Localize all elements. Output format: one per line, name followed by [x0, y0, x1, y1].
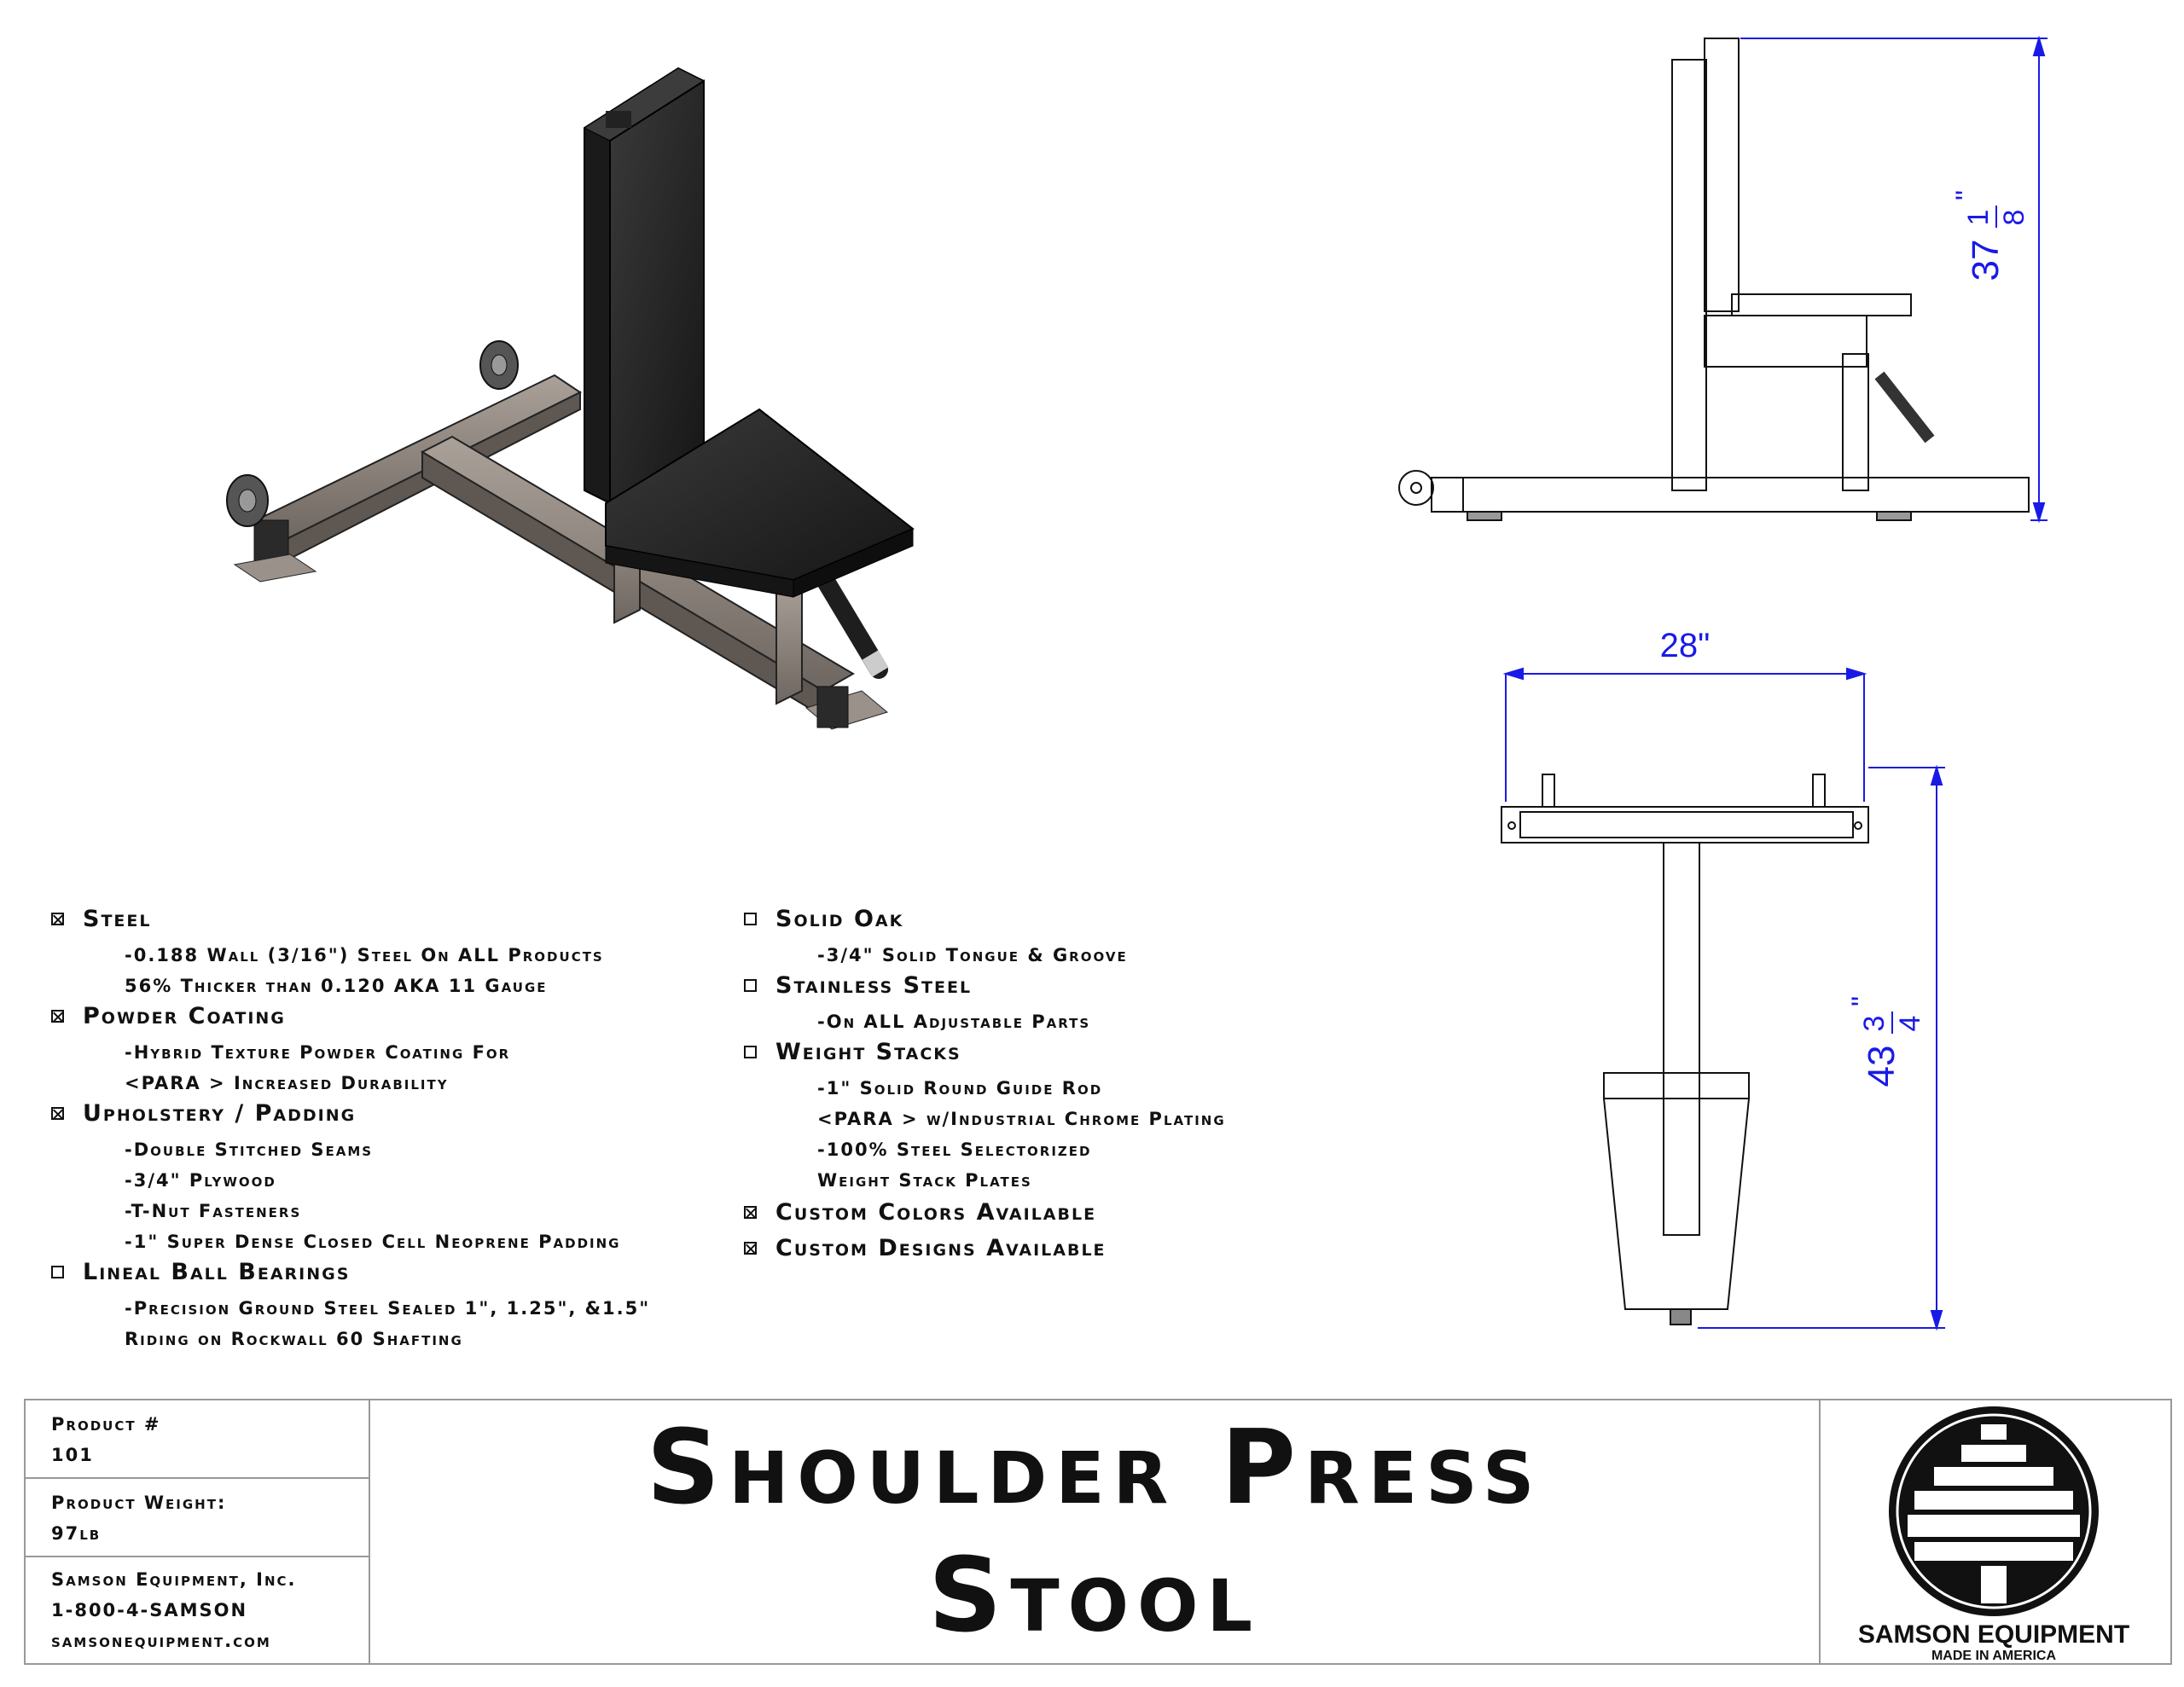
logo-circle-icon [1889, 1406, 2099, 1616]
title-block-info: Product # 101 Product Weight: 97lb Samso… [26, 1400, 370, 1663]
spec-line: <PARA > w/Industrial Chrome Plating [817, 1109, 1226, 1129]
caster-right [479, 340, 519, 390]
length-unit: " [1846, 996, 1879, 1006]
unchecked-box-icon [51, 1266, 64, 1278]
spec-line: Riding on Rockwall 60 Shafting [125, 1329, 463, 1349]
top-seat-front [1603, 1072, 1750, 1099]
company-cell: Samson Equipment, Inc. 1-800-4-SAMSON sa… [26, 1557, 369, 1663]
top-spine [1663, 842, 1700, 1236]
checked-box-icon [51, 1107, 64, 1120]
spec-weight-stacks: Weight Stacks [744, 1039, 961, 1065]
rear-post [775, 578, 803, 705]
unchecked-box-icon [744, 913, 757, 925]
product-number-label: Product # [51, 1414, 161, 1435]
spec-powder-coating: Powder Coating [51, 1003, 286, 1029]
height-whole: 37 [1965, 240, 2007, 281]
caster-left [226, 474, 269, 527]
spec-line: -Precision Ground Steel Sealed 1", 1.25"… [125, 1298, 651, 1319]
dim-width [1502, 667, 1867, 802]
spec-line: -Double Stitched Seams [125, 1139, 374, 1160]
logo-subtext: MADE IN AMERICA [1931, 1649, 2057, 1663]
samson-logo: SAMSON EQUIPMENT MADE IN AMERICA [1858, 1406, 2129, 1663]
dim-length [1698, 764, 1945, 1331]
backrest-pad [583, 67, 706, 505]
side-caster [1398, 470, 1434, 506]
unchecked-box-icon [744, 1046, 757, 1058]
top-seat [1602, 1098, 1751, 1310]
side-elevation-view: 37 1 8 " [1398, 35, 2048, 524]
checked-box-icon [51, 1010, 64, 1023]
spec-upholstery: Upholstery / Padding [51, 1100, 356, 1127]
product-number-value: 101 [51, 1445, 94, 1465]
spec-lineal-bearings: Lineal Ball Bearings [51, 1259, 350, 1285]
product-weight-value: 97lb [51, 1523, 102, 1544]
company-website: samsonequipment.com [51, 1631, 271, 1651]
product-title-line2: Stool [927, 1537, 1262, 1655]
checked-box-icon [744, 1242, 757, 1255]
spec-line: 56% Thicker than 0.120 AKA 11 Gauge [125, 976, 548, 996]
spec-line: <PARA > Increased Durability [125, 1073, 449, 1093]
seat-pad [605, 408, 915, 598]
spec-line: -On ALL Adjustable Parts [817, 1012, 1091, 1032]
spec-line: -1" Super Dense Closed Cell Neoprene Pad… [125, 1232, 621, 1252]
logo-text: SAMSON EQUIPMENT [1858, 1620, 2129, 1649]
product-title-line1: Shoulder Press [646, 1409, 1543, 1528]
width-label: 28" [1660, 627, 1711, 664]
spec-solid-oak: Solid Oak [744, 906, 903, 932]
length-numerator: 3 [1858, 1016, 1891, 1032]
top-view: 28" 43 3 4 " [1501, 627, 1945, 1331]
length-whole: 43 [1861, 1046, 1902, 1087]
spec-line: Weight Stack Plates [817, 1170, 1032, 1191]
logo-cell: SAMSON EQUIPMENT MADE IN AMERICA [1819, 1400, 2170, 1663]
spec-line: -T-Nut Fasteners [125, 1201, 302, 1221]
spec-steel: Steel [51, 906, 151, 932]
product-weight-cell: Product Weight: 97lb [26, 1479, 369, 1557]
spec-line: -3/4" Plywood [125, 1170, 276, 1191]
dim-height [1740, 35, 2048, 524]
height-numerator: 1 [1962, 210, 1995, 226]
side-backrest [1704, 38, 1740, 312]
front-crossbar [233, 374, 582, 583]
isometric-view [226, 67, 915, 730]
height-denominator: 8 [1998, 210, 2030, 226]
side-rear-post [1842, 353, 1869, 491]
checked-box-icon [744, 1206, 757, 1219]
product-weight-label: Product Weight: [51, 1493, 227, 1513]
company-phone: 1-800-4-SAMSON [51, 1600, 248, 1620]
company-name: Samson Equipment, Inc. [51, 1569, 297, 1590]
side-base-rail [1431, 477, 2030, 513]
spec-line: -1" Solid Round Guide Rod [817, 1078, 1103, 1099]
spec-line: -100% Steel Selectorized [817, 1139, 1092, 1160]
unchecked-box-icon [744, 979, 757, 992]
title-block: Product # 101 Product Weight: 97lb Samso… [24, 1399, 2172, 1665]
side-seat [1731, 293, 1912, 316]
side-upright [1671, 59, 1707, 491]
spec-stainless-steel: Stainless Steel [744, 972, 972, 999]
spec-line: -0.188 Wall (3/16") Steel On ALL Product… [125, 945, 604, 965]
side-seat-frame [1704, 315, 1867, 368]
product-number-cell: Product # 101 [26, 1400, 369, 1479]
height-unit: " [1950, 190, 1983, 200]
checked-box-icon [51, 913, 64, 925]
spec-line: -3/4" Solid Tongue & Groove [817, 945, 1128, 965]
length-denominator: 4 [1894, 1016, 1926, 1032]
spec-custom-colors: Custom Colors Available [744, 1199, 1096, 1226]
spec-line: -Hybrid Texture Powder Coating For [125, 1042, 511, 1063]
spec-custom-designs: Custom Designs Available [744, 1235, 1107, 1261]
